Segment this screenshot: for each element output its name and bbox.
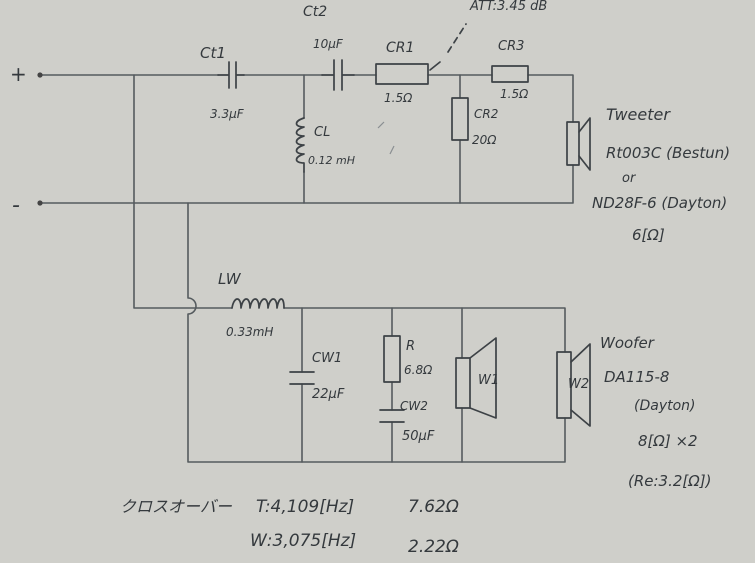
w1-label: W1 xyxy=(478,373,499,388)
woofer-return-rail xyxy=(187,202,566,463)
wires xyxy=(39,74,574,463)
cr1-name: CR1 xyxy=(386,40,414,56)
woofer-impedance: 8[Ω] ×2 xyxy=(638,432,698,450)
wire-woofer-feed xyxy=(133,74,233,309)
cr3-value: 1.5Ω xyxy=(500,87,529,101)
r-name: R xyxy=(406,339,415,354)
capacitor-ct2 xyxy=(321,59,355,91)
ct1-value: 3.3μF xyxy=(210,107,245,121)
woofer-model: DA115-8 xyxy=(604,368,669,386)
crossover-t-frequency: T:4,109[Hz] xyxy=(256,497,354,517)
woofer-driver-w2 xyxy=(556,343,591,427)
resistor-r xyxy=(383,335,401,383)
lw-name: LW xyxy=(218,270,242,288)
minus-rail xyxy=(39,164,574,204)
capacitor-cw1 xyxy=(289,371,315,385)
att-label: ATT:3.45 dB xyxy=(469,0,547,14)
crossover-w-frequency: W:3,075[Hz] xyxy=(250,531,356,551)
resistor-cr2 xyxy=(451,97,469,141)
ct2-name: Ct2 xyxy=(303,4,327,20)
wire-cr3-tweeter xyxy=(527,74,574,123)
tweeter-model: Rt003C (Bestun) xyxy=(606,144,730,162)
plus-label: + xyxy=(10,62,27,86)
resistor-cr1 xyxy=(375,63,429,85)
woofer-name: Woofer xyxy=(600,334,655,352)
capacitor-cw2 xyxy=(379,409,405,423)
ct2-value: 10μF xyxy=(313,37,344,51)
crossover-w-impedance: 2.22Ω xyxy=(408,537,459,557)
ct1-name: Ct1 xyxy=(200,44,226,62)
woofer-brand: (Dayton) xyxy=(634,398,696,414)
cw1-name: CW1 xyxy=(312,351,342,366)
w2-label: W2 xyxy=(568,377,589,392)
r-value: 6.8Ω xyxy=(404,363,433,377)
woofer-re: (Re:3.2[Ω]) xyxy=(628,472,711,490)
resistor-cr3 xyxy=(491,65,529,83)
cr2-name: CR2 xyxy=(474,107,498,121)
minus-label: - xyxy=(12,193,20,218)
cr1-arrow xyxy=(429,61,441,71)
inductor-lw xyxy=(231,298,285,309)
woofer-top-rail xyxy=(283,307,566,353)
woofer-driver-w1 xyxy=(455,337,497,419)
tweeter-impedance: 6[Ω] xyxy=(632,226,665,244)
tweeter-or: or xyxy=(622,171,637,186)
cr1-value: 1.5Ω xyxy=(384,91,413,105)
cw2-name: CW2 xyxy=(400,399,428,413)
minus-terminal xyxy=(37,200,43,206)
cw1-value: 22μF xyxy=(312,387,345,402)
cw2-value: 50μF xyxy=(402,429,435,444)
tweeter-name: Tweeter xyxy=(606,105,671,124)
plus-terminal xyxy=(37,72,43,78)
tweeter-alt-model: ND28F-6 (Dayton) xyxy=(592,194,727,212)
capacitor-ct1 xyxy=(217,61,245,89)
lw-value: 0.33mH xyxy=(226,325,273,339)
cr2-value: 20Ω xyxy=(472,133,497,147)
crossover-t-impedance: 7.62Ω xyxy=(408,497,459,517)
tweeter-driver xyxy=(566,117,591,171)
cl-name: CL xyxy=(314,125,330,140)
att-pointer xyxy=(447,23,467,53)
cr3-name: CR3 xyxy=(498,39,524,54)
erased-marks xyxy=(377,121,395,155)
crossover-label: クロスオーバー xyxy=(120,497,233,516)
cl-value: 0.12 mH xyxy=(308,154,355,167)
inductor-cl xyxy=(295,117,305,173)
